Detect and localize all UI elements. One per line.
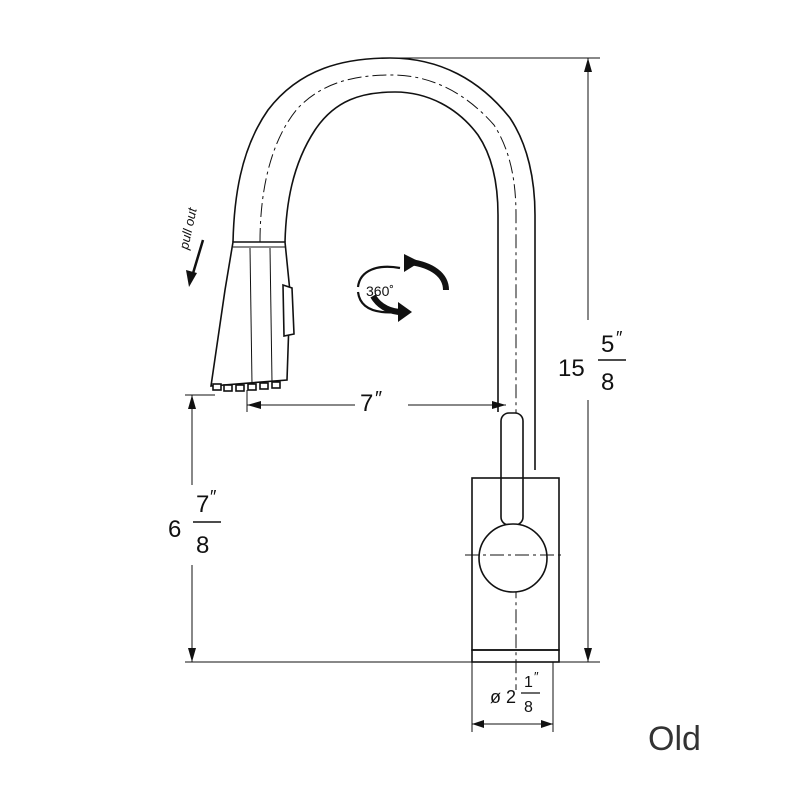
dim-diameter-unit: ″ bbox=[534, 669, 539, 684]
spout-height-arrow-top bbox=[188, 395, 196, 409]
spray-button bbox=[282, 283, 295, 337]
spray-head-seam bbox=[249, 247, 253, 385]
pull-out-indicator: pull out bbox=[176, 205, 205, 287]
dimension-lines bbox=[185, 57, 600, 732]
diameter-arrow-left bbox=[472, 720, 484, 728]
dim-total-height-num: 5 bbox=[601, 331, 614, 358]
handle-hub bbox=[478, 523, 548, 593]
pull-out-label: pull out bbox=[176, 205, 200, 251]
spray-head-seam-2 bbox=[269, 247, 273, 383]
spout-height-arrow-bottom bbox=[188, 648, 196, 662]
dim-total-height-label: 15 5 ″ 8 bbox=[555, 320, 626, 400]
dim-total-height-unit: ″ bbox=[616, 328, 623, 348]
reach-arrow-left bbox=[247, 401, 261, 409]
reach-arrow-right bbox=[492, 401, 506, 409]
dim-diameter-label: ø 2 1 ″ 8 bbox=[490, 669, 540, 716]
dim-diameter-num: 1 bbox=[524, 674, 533, 691]
diameter-arrow-right bbox=[541, 720, 553, 728]
dim-diameter-symbol: ø bbox=[490, 687, 501, 707]
dim-spout-height-num: 7 bbox=[196, 491, 209, 518]
rotate-360-icon: 360˚ bbox=[356, 254, 449, 322]
faucet-drawing bbox=[210, 57, 565, 690]
spout-centerline bbox=[259, 74, 517, 690]
rotation-label: 360˚ bbox=[366, 283, 394, 299]
dim-total-height-den: 8 bbox=[601, 369, 614, 396]
dim-spout-height-label: 6 7 ″ 8 bbox=[165, 485, 225, 565]
total-height-arrow-top bbox=[584, 58, 592, 72]
handle-lever bbox=[500, 412, 524, 526]
total-height-arrow-bottom bbox=[584, 648, 592, 662]
dim-diameter-den: 8 bbox=[524, 699, 533, 716]
dim-spout-height-unit: ″ bbox=[210, 487, 217, 507]
arrow-down-left-icon bbox=[186, 239, 205, 287]
spray-nozzles bbox=[212, 381, 281, 392]
dim-reach-unit: ″ bbox=[375, 388, 382, 410]
spout-inner-edge bbox=[284, 91, 499, 412]
dim-spout-height-whole: 6 bbox=[168, 516, 181, 543]
dim-reach-label: 7 ″ bbox=[360, 388, 382, 417]
dim-diameter-whole: 2 bbox=[506, 687, 516, 707]
dim-reach-whole: 7 bbox=[360, 390, 373, 417]
dim-total-height-whole: 15 bbox=[558, 355, 585, 382]
dim-spout-height-den: 8 bbox=[196, 532, 209, 559]
version-label: Old bbox=[648, 720, 701, 758]
